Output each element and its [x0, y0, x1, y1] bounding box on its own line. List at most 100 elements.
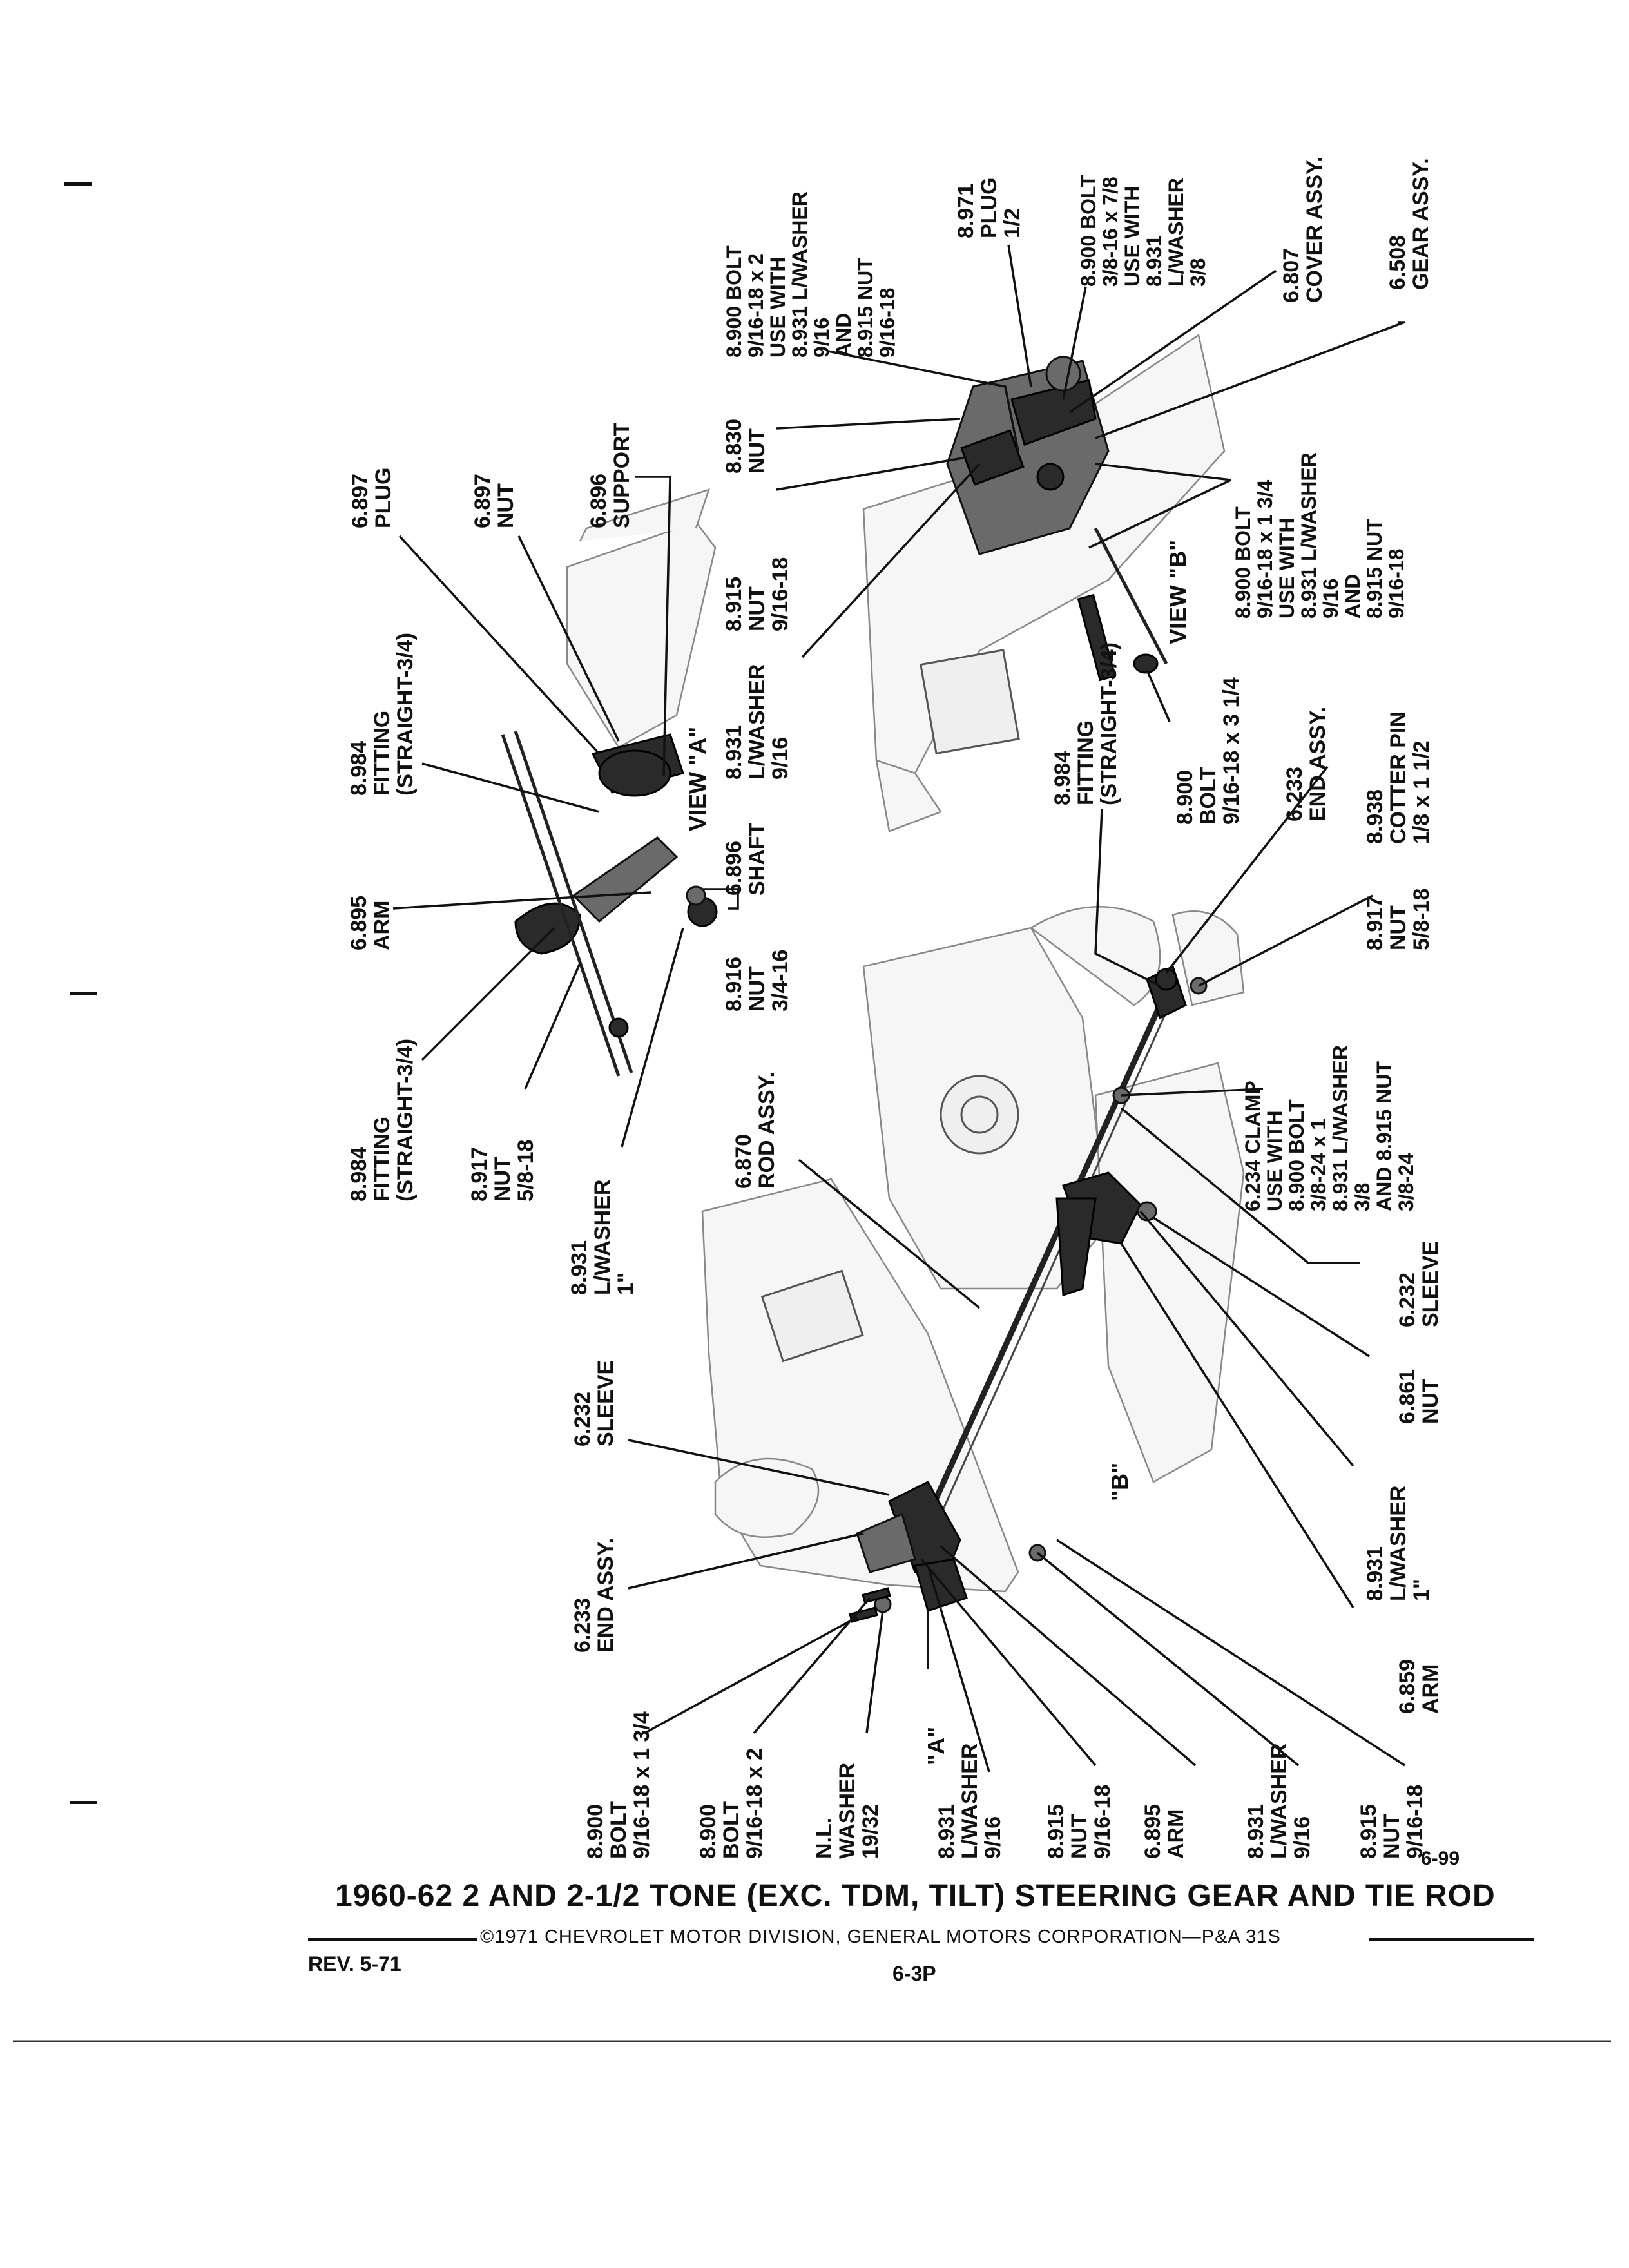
revision-label: REV. 5-71 [308, 1952, 401, 1975]
svg-text:8.931L/WASHER9/16: 8.931L/WASHER9/16 [934, 1744, 1005, 1859]
svg-text:6.232SLEEVE: 6.232SLEEVE [570, 1360, 618, 1446]
callout-6807-cover: 6.807COVER ASSY. [1279, 157, 1327, 303]
punch-mark-bottom [70, 1801, 97, 1804]
callout-8900-bolt-top: 8.900 BOLT9/16-18 x 2USE WITH8.931 L/WAS… [722, 191, 899, 358]
view-a-assembly [501, 731, 718, 1077]
svg-text:8.931L/WASHER9/16: 8.931L/WASHER9/16 [722, 664, 793, 780]
svg-text:8.984FITTING(STRAIGHT-3/4): 8.984FITTING(STRAIGHT-3/4) [347, 1039, 418, 1202]
svg-text:6.895ARM: 6.895ARM [347, 896, 394, 950]
callout-6896-shaft: 6.896SHAFT [722, 822, 769, 896]
callout-8917-nut-b: 8.917NUT5/8-18 [1363, 889, 1434, 950]
svg-text:6.896SHAFT: 6.896SHAFT [722, 822, 769, 896]
page-number: 6-3P [892, 1962, 936, 1985]
svg-text:"B": "B" [1106, 1463, 1133, 1501]
svg-text:8.915NUT9/16-18: 8.915NUT9/16-18 [1356, 1785, 1427, 1859]
callout-8938-cotter: 8.938COTTER PIN1/8 x 1 1/2 [1363, 711, 1434, 844]
callout-6861-nut: 6.861NUT [1395, 1369, 1443, 1424]
svg-text:VIEW "B": VIEW "B" [1164, 540, 1191, 644]
callout-8984-fitting-a: 8.984FITTING(STRAIGHT-3/4) [347, 633, 418, 796]
svg-text:6.508GEAR ASSY.: 6.508GEAR ASSY. [1385, 158, 1433, 290]
view-b-reference-label: "B" [1106, 1463, 1133, 1501]
svg-text:8.915NUT9/16-18: 8.915NUT9/16-18 [722, 557, 793, 631]
callout-8931-washer-bl: 8.931L/WASHER9/16 [934, 1744, 1005, 1859]
page-title: 1960-62 2 AND 2-1/2 TONE (EXC. TDM, TILT… [335, 1879, 1496, 1913]
callout-8915-nut-top: 8.915NUT9/16-18 [722, 557, 793, 631]
callout-6870-rod: 6.870ROD ASSY. [731, 1072, 779, 1189]
callout-6859-arm: 6.859ARM [1395, 1659, 1443, 1714]
copyright-line: ©1971 CHEVROLET MOTOR DIVISION, GENERAL … [480, 1927, 1281, 1947]
svg-text:8.917NUT5/8-18: 8.917NUT5/8-18 [467, 1140, 538, 1202]
svg-text:8.900 BOLT3/8-16 x 7/8USE WITH: 8.900 BOLT3/8-16 x 7/8USE WITH8.931L/WAS… [1077, 175, 1210, 287]
callout-6897-nut: 6.897NUT [470, 474, 518, 528]
svg-text:8.900BOLT9/16-18 x 3 1/4: 8.900BOLT9/16-18 x 3 1/4 [1173, 677, 1244, 825]
callout-8900-bolt-134: 8.900 BOLT9/16-18 x 1 3/4USE WITH8.931 L… [1231, 452, 1408, 619]
svg-text:8.900 BOLT9/16-18 x 2USE WITH8: 8.900 BOLT9/16-18 x 2USE WITH8.931 L/WAS… [722, 191, 899, 358]
svg-text:8.900 BOLT9/16-18 x 1 3/4USE W: 8.900 BOLT9/16-18 x 1 3/4USE WITH8.931 L… [1231, 452, 1408, 619]
callout-6897-plug: 6.897PLUG [348, 468, 396, 528]
svg-text:8.917NUT5/8-18: 8.917NUT5/8-18 [1363, 889, 1434, 950]
callout-6232-sleeve-right: 6.232SLEEVE [1395, 1241, 1443, 1327]
svg-text:6.897NUT: 6.897NUT [470, 474, 518, 528]
svg-text:6.861NUT: 6.861NUT [1395, 1369, 1443, 1424]
view-a-label: VIEW "A" [684, 727, 711, 831]
svg-text:6.859ARM: 6.859ARM [1395, 1659, 1443, 1714]
callout-8917-nut-a: 8.917NUT5/8-18 [467, 1140, 538, 1202]
callout-8931-washer-br: 8.931L/WASHER9/16 [1244, 1744, 1315, 1859]
svg-text:8.900BOLT9/16-18 x 1 3/4: 8.900BOLT9/16-18 x 1 3/4 [583, 1711, 654, 1859]
svg-text:8.984FITTING(STRAIGHT-3/4): 8.984FITTING(STRAIGHT-3/4) [1050, 642, 1121, 805]
callout-6233-end-left: 6.233END ASSY. [570, 1538, 618, 1653]
callout-8916-nut: 8.916NUT3/4-16 [722, 950, 793, 1012]
svg-text:6.234 CLAMPUSE WITH8.900 BOLT3: 6.234 CLAMPUSE WITH8.900 BOLT3/8-24 x 18… [1241, 1045, 1418, 1211]
svg-text:6.232SLEEVE: 6.232SLEEVE [1395, 1241, 1443, 1327]
svg-text:6.870ROD ASSY.: 6.870ROD ASSY. [731, 1072, 779, 1189]
svg-text:VIEW "A": VIEW "A" [684, 727, 711, 831]
callout-6233-end-right: 6.233END ASSY. [1282, 707, 1330, 822]
svg-text:6.807COVER ASSY.: 6.807COVER ASSY. [1279, 157, 1327, 303]
punch-mark-top [64, 182, 92, 186]
svg-text:8.830NUT: 8.830NUT [722, 419, 769, 474]
callout-6895-arm-a: 6.895ARM [347, 896, 394, 950]
callout-6508-gear: 6.508GEAR ASSY. [1385, 158, 1433, 290]
svg-text:6.233END ASSY.: 6.233END ASSY. [570, 1538, 618, 1653]
view-b-label: VIEW "B" [1164, 540, 1191, 644]
callout-8900-bolt-38: 8.900 BOLT3/8-16 x 7/8USE WITH8.931L/WAS… [1077, 175, 1210, 287]
svg-text:"A": "A" [923, 1727, 949, 1765]
svg-text:8.938COTTER PIN1/8 x 1 1/2: 8.938COTTER PIN1/8 x 1 1/2 [1363, 711, 1434, 844]
callout-8931-washer-1in: 8.931L/WASHER1" [567, 1180, 638, 1295]
view-a-reference-label: "A" [923, 1727, 949, 1765]
svg-text:8.916NUT3/4-16: 8.916NUT3/4-16 [722, 950, 793, 1012]
callout-8971-plug: 8.971PLUG1/2 [954, 178, 1025, 238]
svg-text:N.L.WASHER19/32: N.L.WASHER19/32 [812, 1763, 883, 1859]
callout-6896-support: 6.896SUPPORT [586, 422, 634, 528]
tie-rod-assembly [849, 965, 1208, 1623]
callout-8931-washer-916-top: 8.931L/WASHER9/16 [722, 664, 793, 780]
steering-gear-assembly [946, 356, 1168, 682]
figure-number: 6-99 [1421, 1848, 1460, 1869]
svg-text:8.971PLUG1/2: 8.971PLUG1/2 [954, 178, 1025, 238]
callout-8900-bolt-bl1: 8.900BOLT9/16-18 x 1 3/4 [583, 1711, 654, 1859]
svg-text:8.900BOLT9/16-18 x 2: 8.900BOLT9/16-18 x 2 [696, 1748, 767, 1859]
callout-8984-fitting-c: 8.984FITTING(STRAIGHT-3/4) [1050, 642, 1121, 805]
callout-6234-clamp: 6.234 CLAMPUSE WITH8.900 BOLT3/8-24 x 18… [1241, 1045, 1418, 1211]
callout-8900-bolt-bl2: 8.900BOLT9/16-18 x 2 [696, 1748, 767, 1859]
callout-8915-nut-br: 8.915NUT9/16-18 [1356, 1785, 1427, 1859]
svg-text:6.895ARM: 6.895ARM [1141, 1804, 1188, 1859]
callout-nl-washer: N.L.WASHER19/32 [812, 1763, 883, 1859]
svg-text:8.931L/WASHER1": 8.931L/WASHER1" [567, 1180, 638, 1295]
callout-8915-nut-bl: 8.915NUT9/16-18 [1044, 1785, 1115, 1859]
svg-text:8.931L/WASHER9/16: 8.931L/WASHER9/16 [1244, 1744, 1315, 1859]
svg-text:8.915NUT9/16-18: 8.915NUT9/16-18 [1044, 1785, 1115, 1859]
svg-text:6.897PLUG: 6.897PLUG [348, 468, 396, 528]
callout-8931-washer-1in-b: 8.931L/WASHER1" [1363, 1486, 1434, 1601]
svg-text:8.931L/WASHER1": 8.931L/WASHER1" [1363, 1486, 1434, 1601]
svg-text:6.896SUPPORT: 6.896SUPPORT [586, 422, 634, 528]
callout-8900-bolt-314: 8.900BOLT9/16-18 x 3 1/4 [1173, 677, 1244, 825]
callout-6895-arm-bl: 6.895ARM [1141, 1804, 1188, 1859]
leader-lines [392, 244, 1405, 1773]
callout-6232-sleeve-left: 6.232SLEEVE [570, 1360, 618, 1446]
punch-mark-middle [70, 992, 97, 995]
svg-text:8.984FITTING(STRAIGHT-3/4): 8.984FITTING(STRAIGHT-3/4) [347, 633, 418, 796]
svg-text:6.233END ASSY.: 6.233END ASSY. [1282, 707, 1330, 822]
callout-8984-fitting-b: 8.984FITTING(STRAIGHT-3/4) [347, 1039, 418, 1202]
